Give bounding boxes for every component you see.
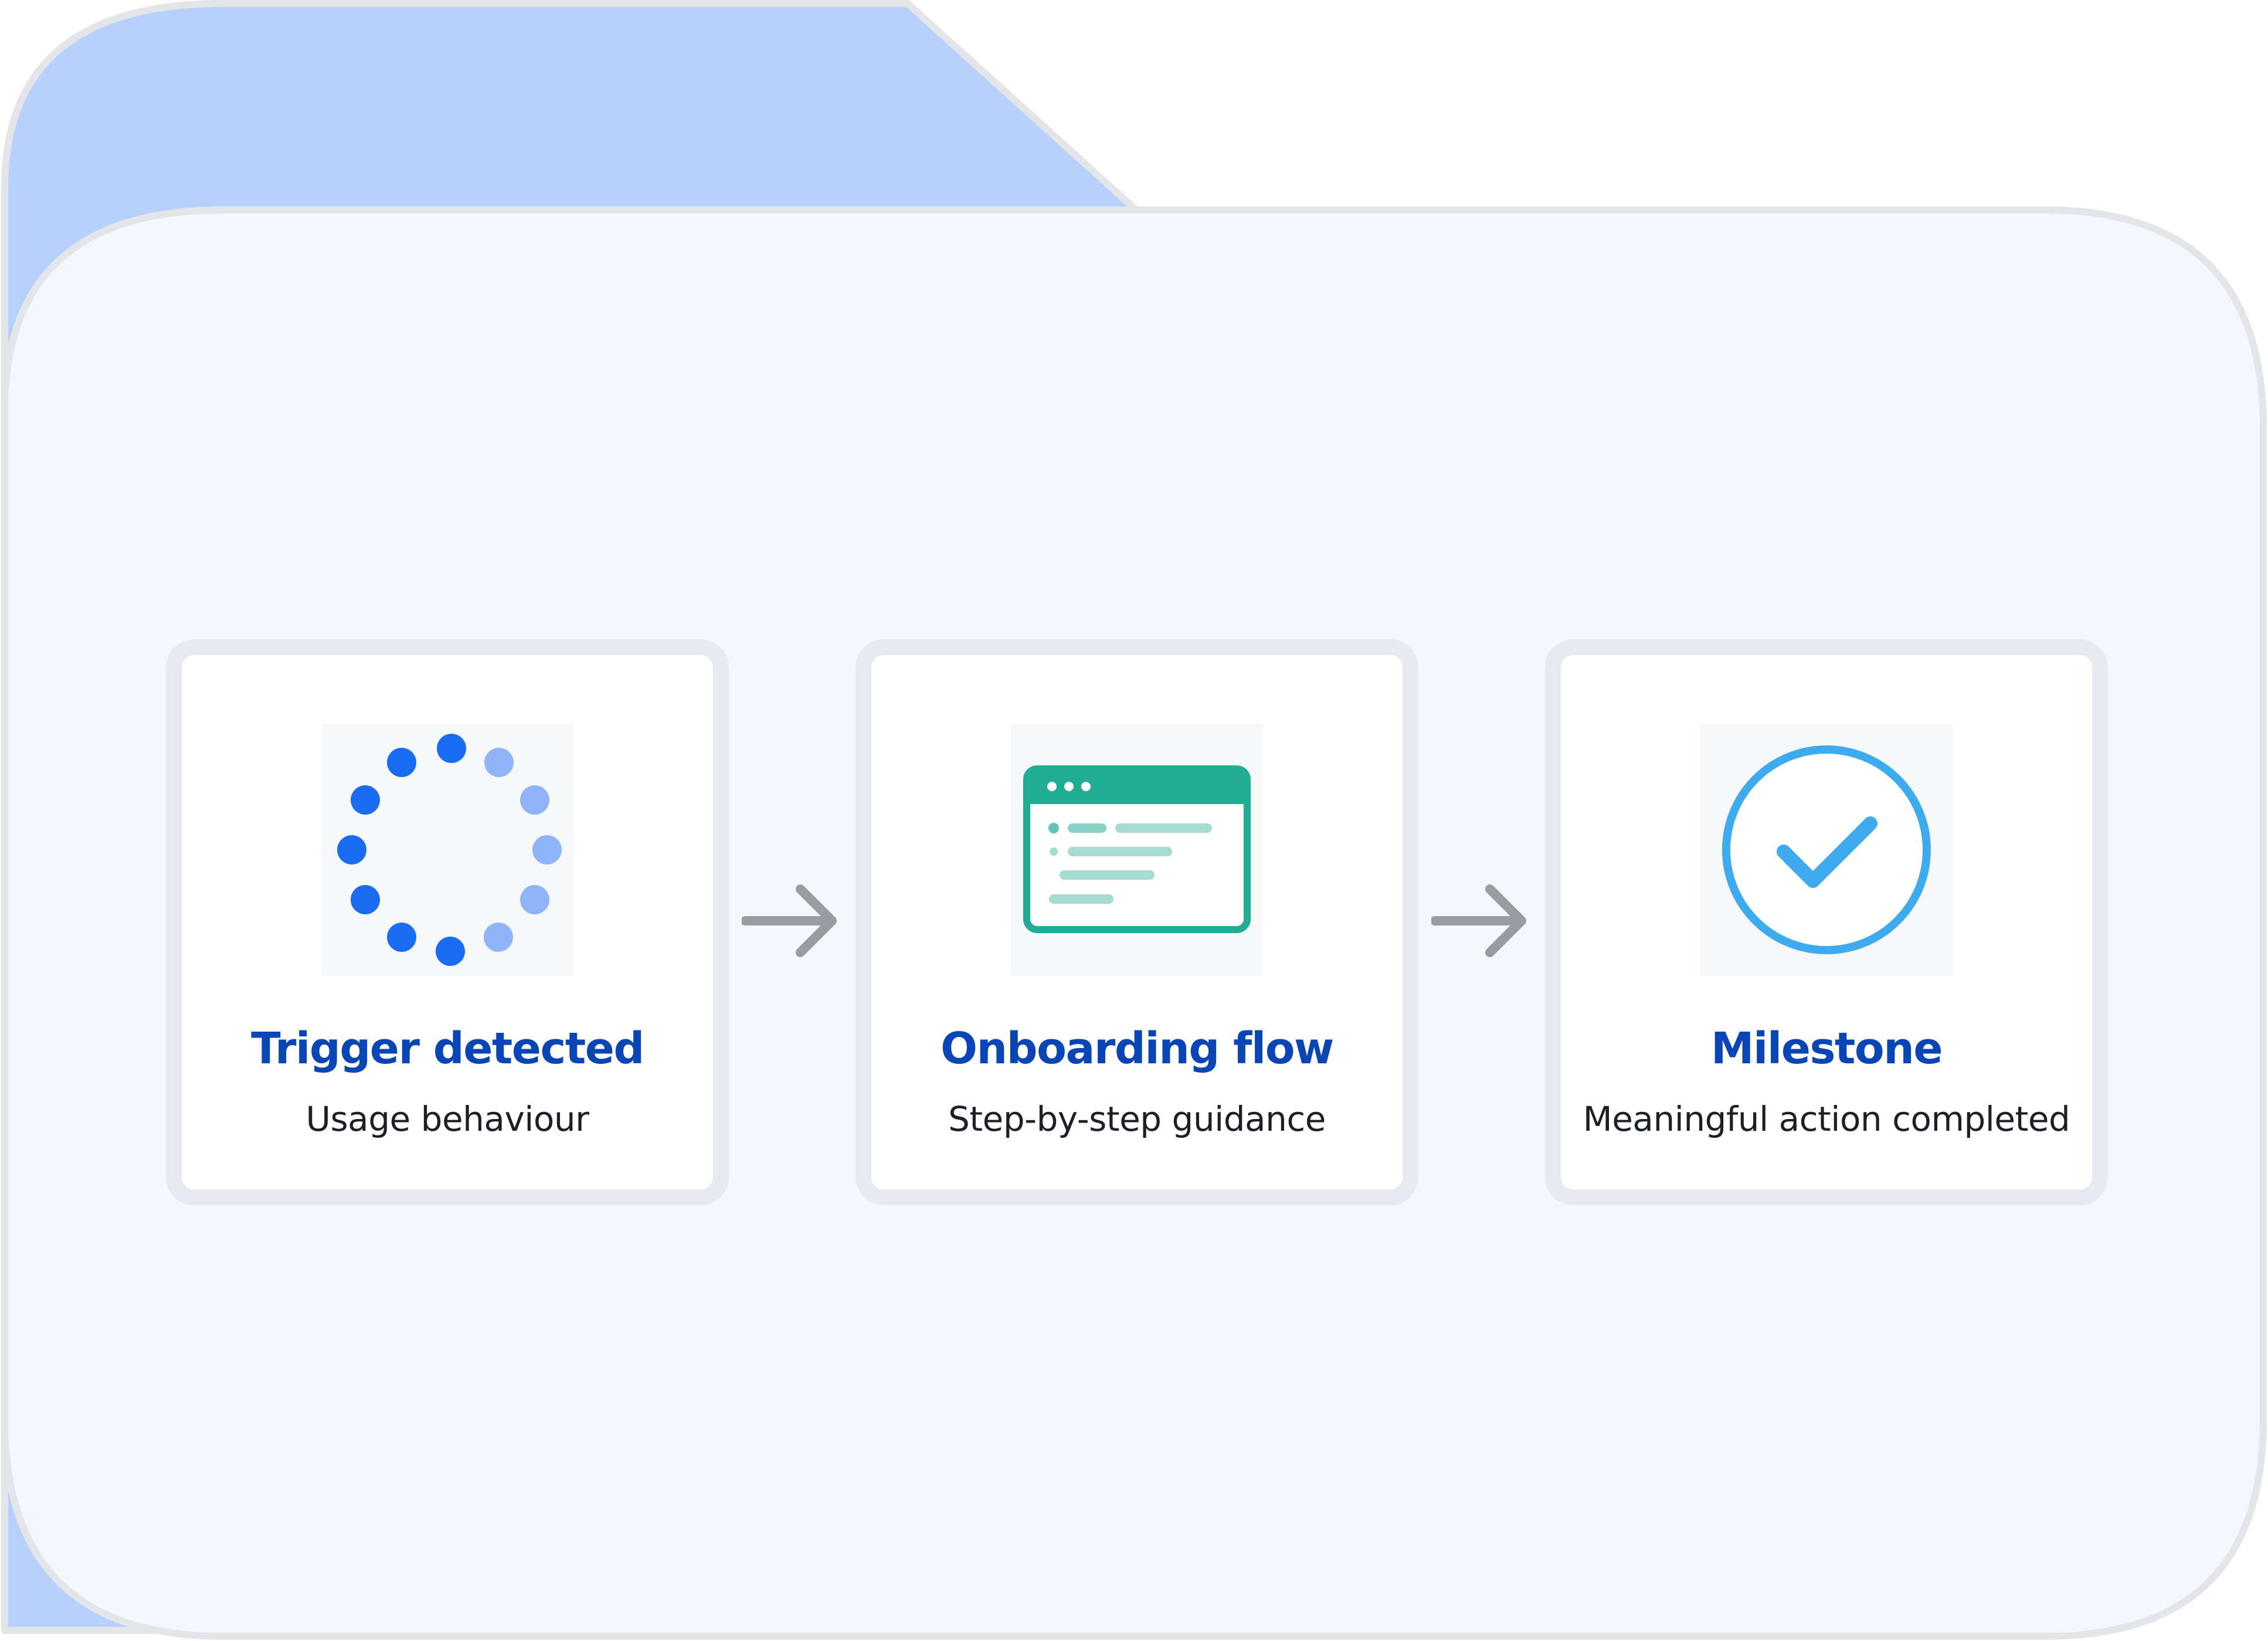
step-card-milestone: Milestone Meaningful action completed [1545,639,2108,1205]
arrow-right-icon [1431,884,1526,957]
step-title: Milestone [1710,1023,1943,1074]
arrow-right-icon [742,884,837,957]
step-card-onboarding: Onboarding flow Step-by-step guidance [855,639,1418,1205]
step-card-trigger: Trigger detected Usage behaviour [166,639,729,1205]
step-subtitle: Meaningful action completed [1583,1099,2070,1139]
step-title: Onboarding flow [941,1023,1334,1074]
loading-spinner-icon [321,724,573,976]
step-subtitle: Step-by-step guidance [948,1099,1326,1139]
step-subtitle: Usage behaviour [305,1099,589,1139]
browser-window-icon [1011,724,1263,976]
check-circle-icon [1700,724,1953,976]
step-title: Trigger detected [251,1023,644,1074]
